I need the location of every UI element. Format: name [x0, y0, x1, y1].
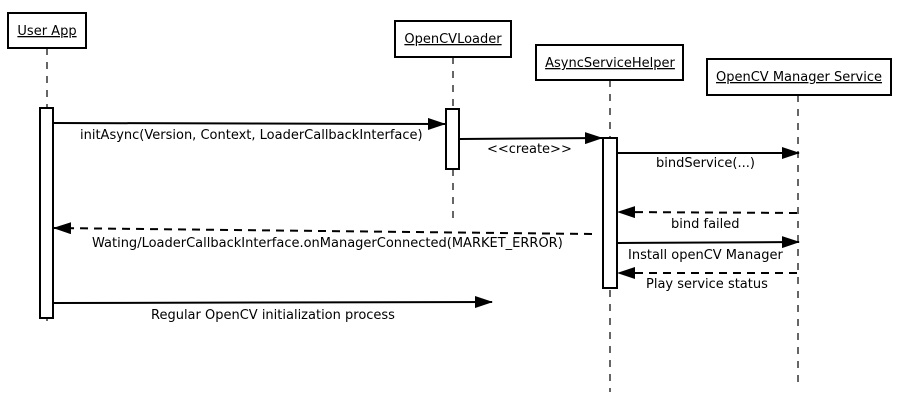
activation-bar-async-service-helper	[602, 137, 618, 289]
participant-opencv-manager-service: OpenCV Manager Service	[706, 58, 892, 96]
activation-bar-user-app	[39, 107, 54, 319]
participant-label-opencv-loader: OpenCVLoader	[404, 32, 502, 47]
message-label-play-service-status: Play service status	[646, 277, 768, 292]
message-arrow-manager-connected	[53, 222, 593, 235]
message-label-create: <<create>>	[487, 142, 572, 157]
activation-bar-opencv-loader	[445, 108, 460, 170]
participant-label-user-app: User App	[17, 24, 76, 39]
participant-user-app: User App	[7, 12, 87, 49]
message-arrow-regular-init	[53, 296, 493, 309]
message-arrow-bind-failed	[617, 206, 798, 219]
participant-async-service-helper: AsyncServiceHelper	[535, 44, 684, 81]
message-label-regular-init: Regular OpenCV initialization process	[151, 308, 395, 323]
message-label-init-async: initAsync(Version, Context, LoaderCallba…	[80, 128, 423, 143]
message-arrow-create	[459, 132, 603, 145]
participant-opencv-loader: OpenCVLoader	[394, 20, 512, 58]
message-label-bind-failed: bind failed	[671, 217, 740, 232]
participant-label-opencv-manager-service: OpenCV Manager Service	[716, 70, 882, 85]
message-label-bind-service: bindService(...)	[656, 156, 755, 171]
message-arrow-init-async	[53, 117, 446, 130]
message-label-install-manager: Install openCV Manager	[628, 248, 783, 263]
participant-label-async-service-helper: AsyncServiceHelper	[545, 56, 675, 71]
message-label-manager-connected: Wating/LoaderCallbackInterface.onManager…	[92, 236, 563, 251]
message-arrow-install-manager	[617, 236, 800, 249]
